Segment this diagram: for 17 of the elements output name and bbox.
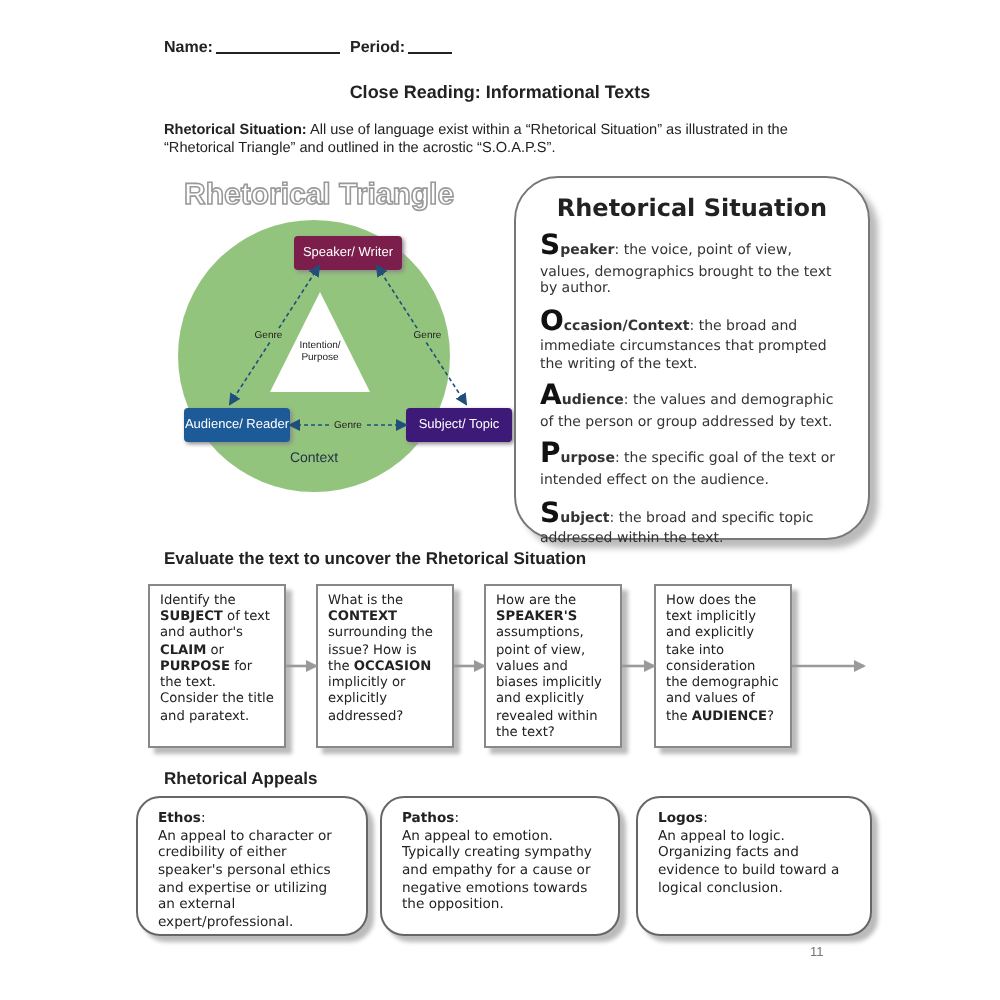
section-heading: Rhetorical Appeals [164, 768, 318, 791]
arrow [228, 264, 321, 406]
arrow [375, 264, 468, 406]
page-title: Close Reading: Informational Texts [347, 82, 653, 102]
appeal-card [380, 796, 620, 936]
section-heading: Evaluate the text to uncover the Rhetorical Situation [164, 548, 587, 571]
panel-heading: Rhetorical Situation [554, 194, 830, 222]
field-label: Period: [350, 38, 406, 59]
arrow [622, 660, 656, 672]
info-panel [514, 176, 870, 540]
arrow [454, 660, 486, 672]
arrow [792, 660, 866, 672]
arrow [286, 660, 318, 672]
appeal-card [136, 796, 368, 936]
appeal-card [636, 796, 872, 936]
field-label: Name: [164, 38, 213, 59]
heading-text: Rhetorical Triangle [184, 176, 457, 215]
